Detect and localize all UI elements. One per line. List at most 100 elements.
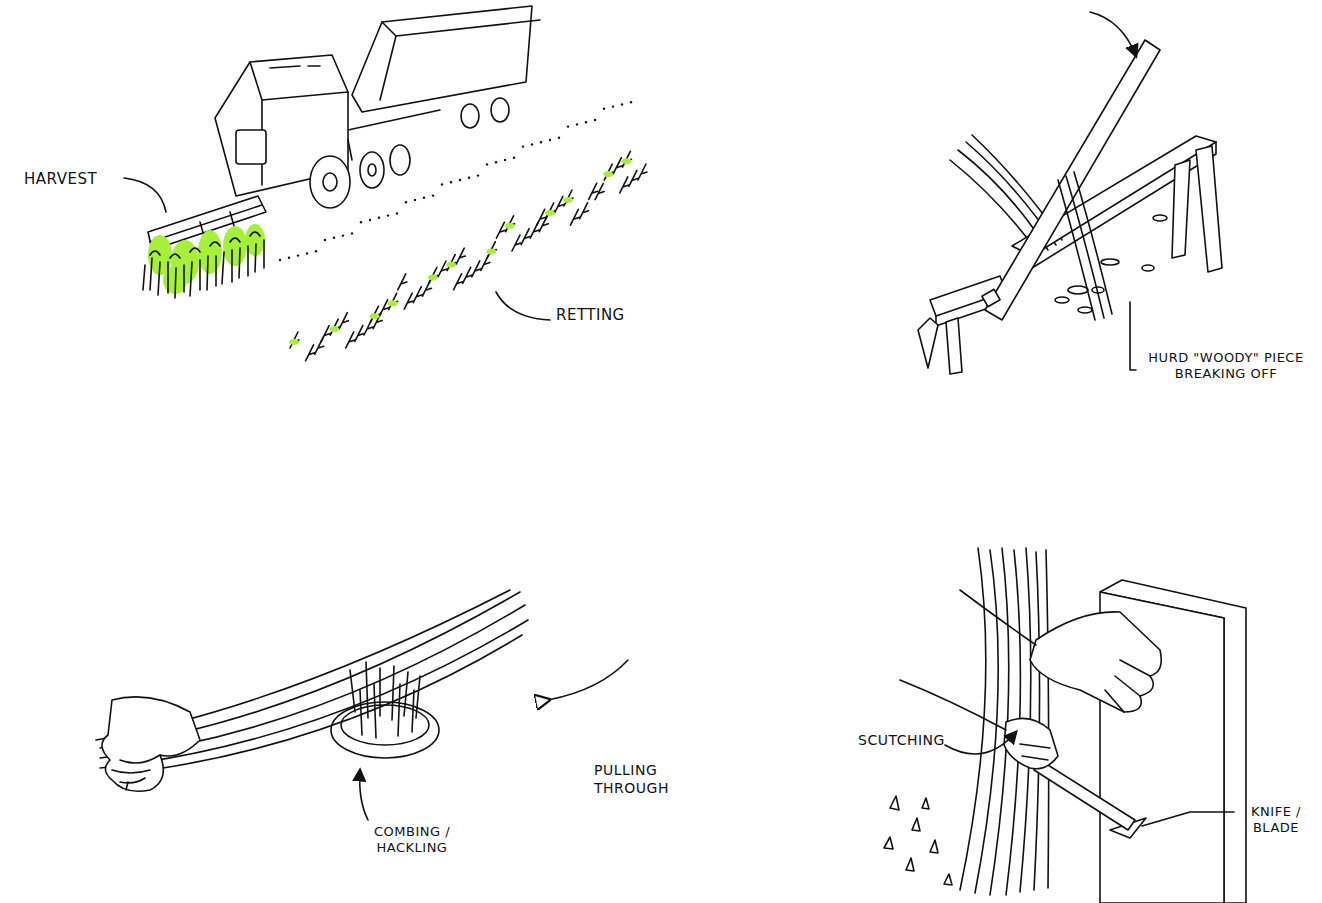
label: SCUTCHING [858, 732, 958, 750]
chaff-dot [342, 234, 344, 236]
chaff-dot [603, 108, 605, 110]
chaff-dot [315, 250, 317, 252]
green-leaf [486, 249, 496, 255]
chaff-dot [549, 139, 551, 141]
stalk-piece [339, 313, 348, 329]
chaff-dot [297, 254, 299, 256]
chaff-dot [495, 161, 497, 163]
chaff-dot [432, 194, 434, 196]
stalk-piece [422, 280, 431, 296]
stalk-piece [346, 332, 355, 348]
stalk-piece [512, 235, 521, 251]
chaff-dot [441, 183, 443, 185]
chaff-dot [621, 103, 623, 105]
chaff-dot [594, 119, 596, 121]
stalk-piece [521, 229, 530, 245]
chaff-dot [585, 121, 587, 123]
green-leaf [428, 274, 438, 280]
chaff-dot [306, 252, 308, 254]
green-leaf [369, 313, 379, 319]
chaff-dot [378, 217, 380, 219]
chaff-dot [468, 177, 470, 179]
stalk-piece [570, 209, 579, 225]
green-leaf [621, 158, 631, 164]
green-leaf [563, 197, 573, 203]
stalk-piece [438, 261, 447, 277]
stalk-piece [638, 164, 647, 180]
stalk-piece [555, 196, 564, 212]
stalk-piece [539, 216, 548, 232]
hackle-combing [96, 590, 628, 820]
stalk-piece [481, 254, 490, 270]
green-leaf [505, 223, 515, 229]
stalk-piece [589, 183, 598, 199]
stalk-piece [398, 274, 407, 290]
stalk-piece [389, 293, 398, 309]
chaff-dot [369, 219, 371, 221]
stalk-piece [330, 319, 339, 335]
chaff-dot [288, 257, 290, 259]
chaff-dot [423, 197, 425, 199]
stalk-piece [355, 325, 364, 341]
flax-breaker [918, 12, 1222, 374]
stalk-piece [580, 203, 589, 219]
chaff-dot [351, 232, 353, 234]
stalk-piece [604, 164, 613, 180]
chaff-dot [450, 181, 452, 183]
chaff-dot [414, 199, 416, 201]
leader-line [124, 178, 166, 212]
stalk-piece [629, 170, 638, 186]
stalk-piece [315, 338, 324, 354]
chaff-dot [486, 163, 488, 165]
crop [143, 224, 265, 298]
label: COMBING / HACKLING [362, 824, 462, 857]
green-leaf [446, 262, 456, 268]
stalk-piece [622, 151, 631, 167]
chaff-dot [612, 105, 614, 107]
label: KNIFE / BLADE [1238, 804, 1314, 837]
stalk-piece [530, 222, 539, 238]
chaff-dot [405, 201, 407, 203]
stalk-piece [447, 255, 456, 271]
chaff-dot [540, 141, 542, 143]
label: PULLING THROUGH [594, 762, 680, 797]
green-leaf [545, 210, 555, 216]
chaff-dot [396, 212, 398, 214]
stalk-piece [472, 261, 481, 277]
stalk-piece [496, 222, 505, 238]
chaff-dot [513, 157, 515, 159]
chaff-dot [630, 101, 632, 103]
stalk-piece [456, 248, 465, 264]
stalk-piece [564, 190, 573, 206]
chaff-dot [558, 137, 560, 139]
label: HURD "WOODY" PIECE BREAKING OFF [1140, 350, 1312, 383]
label: HARVEST [24, 170, 134, 189]
green-leaf [603, 171, 613, 177]
stalk-piece [413, 287, 422, 303]
harvester [148, 6, 540, 250]
stalk-piece [290, 332, 299, 348]
chaff-dot [504, 159, 506, 161]
chaff-dot [279, 259, 281, 261]
stalk-piece [506, 216, 515, 232]
green-leaf [289, 339, 299, 345]
stalk-piece [404, 293, 413, 309]
chaff-dot [387, 214, 389, 216]
chaff-dot [531, 143, 533, 145]
chaff-dot [567, 125, 569, 127]
stalk-piece [613, 158, 622, 174]
chaff-dot [477, 174, 479, 176]
stalk-piece [454, 274, 463, 290]
scutching-board [884, 548, 1246, 903]
stalk-piece [463, 267, 472, 283]
stalk-piece [620, 177, 629, 193]
green-leaf [388, 300, 398, 306]
chaff-dot [459, 179, 461, 181]
chaff-dot [333, 237, 335, 239]
label: RETTING [556, 306, 656, 325]
stalk-piece [364, 319, 373, 335]
chaff-dot [522, 145, 524, 147]
green-leaf [329, 326, 339, 332]
chaff-dot [324, 239, 326, 241]
